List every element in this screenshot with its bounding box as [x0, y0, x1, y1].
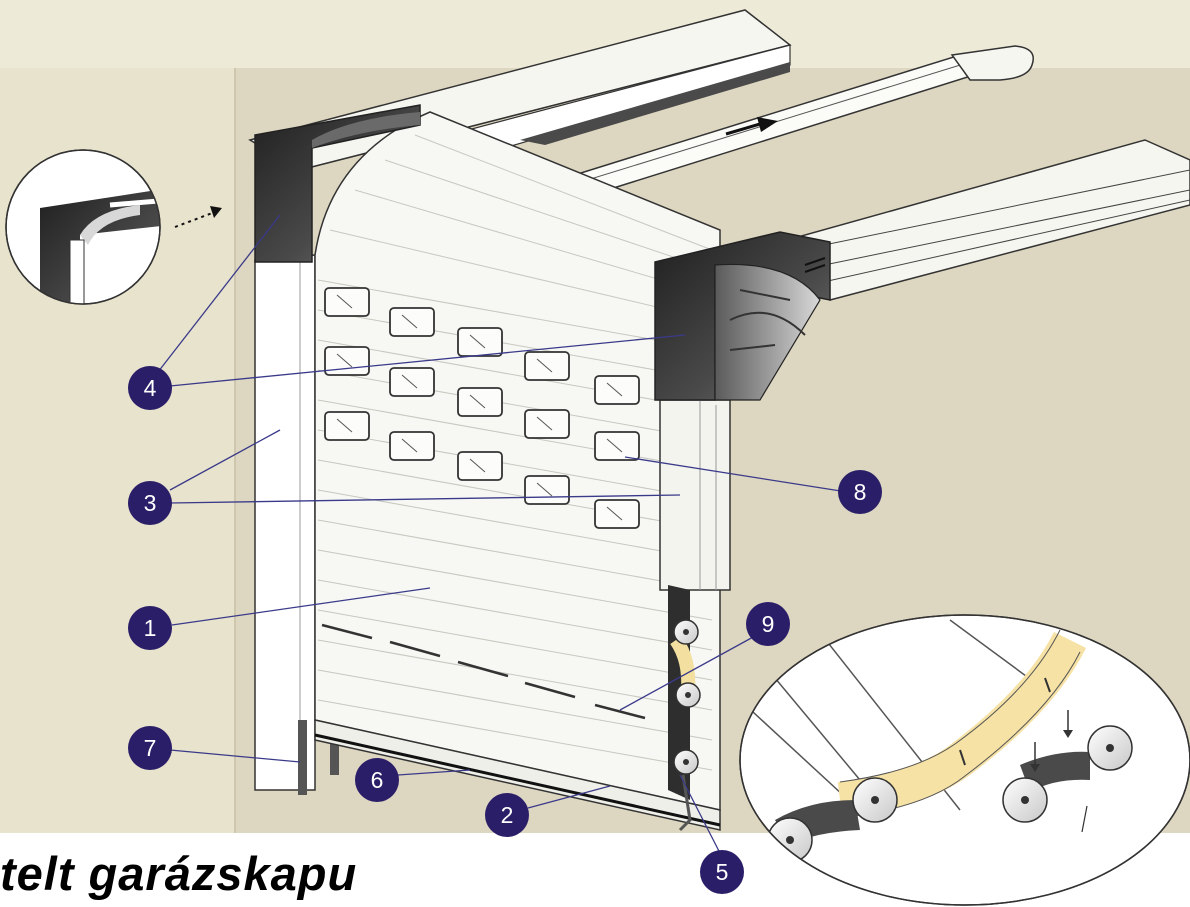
svg-text:3: 3	[144, 490, 157, 516]
left-top-box	[254, 104, 421, 263]
window-glints	[336, 294, 623, 521]
svg-text:9: 9	[762, 611, 775, 637]
door-curtain	[314, 111, 721, 831]
svg-text:2: 2	[501, 802, 514, 828]
leader-lines	[157, 214, 848, 858]
roller-detail-inset	[739, 614, 1190, 906]
right-side-guide	[659, 399, 731, 800]
callout-2: 2	[485, 793, 529, 837]
callout-4: 4	[128, 366, 172, 410]
svg-text:6: 6	[371, 767, 384, 793]
left-side-guide	[254, 254, 339, 795]
edge-rollers	[670, 619, 701, 832]
svg-text:1: 1	[144, 615, 157, 641]
corner-detail-inset	[5, 149, 222, 305]
svg-text:8: 8	[854, 479, 867, 505]
callout-7: 7	[128, 726, 172, 770]
callout-6: 6	[355, 758, 399, 802]
ventilation-slots	[321, 623, 646, 720]
callout-9: 9	[746, 602, 790, 646]
callout-8: 8	[838, 470, 882, 514]
svg-text:5: 5	[716, 859, 729, 885]
svg-text:4: 4	[144, 375, 157, 401]
caption-title: telt garázskapu	[0, 847, 358, 900]
svg-text:7: 7	[144, 735, 157, 761]
callout-3: 3	[128, 481, 172, 525]
right-top-box	[654, 231, 831, 401]
callout-5: 5	[700, 850, 744, 894]
callout-1: 1	[128, 606, 172, 650]
